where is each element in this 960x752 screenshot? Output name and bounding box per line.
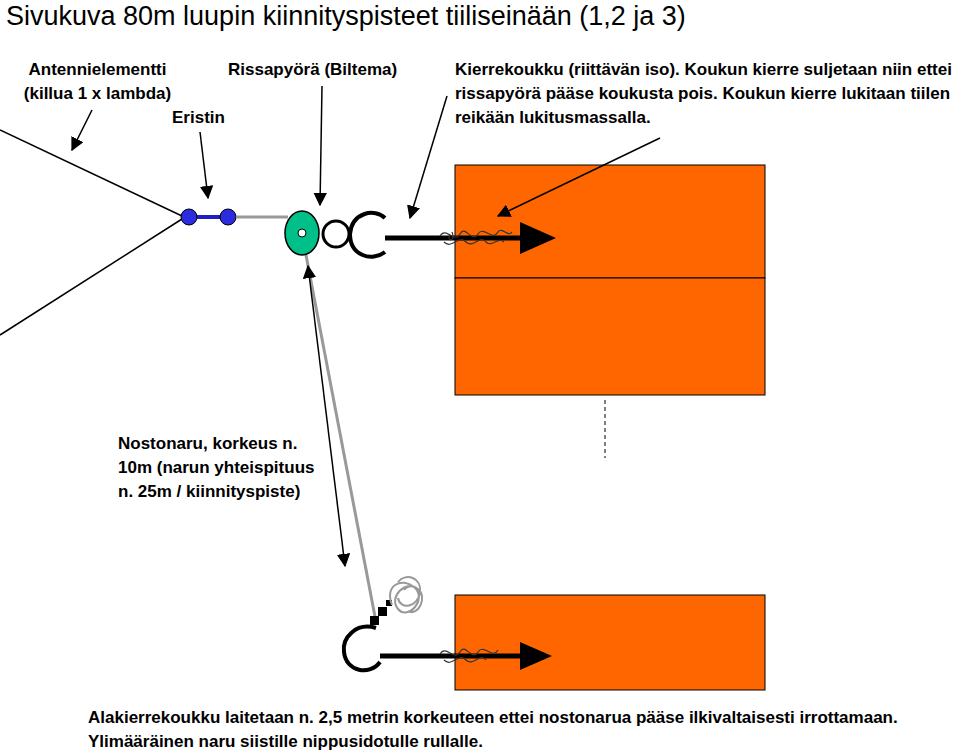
- leader-line: [72, 110, 92, 150]
- hook-tip: [520, 642, 552, 670]
- brick: [455, 165, 765, 278]
- hook-tip: [520, 222, 556, 254]
- rope: [306, 255, 376, 622]
- callout-label: Kierrekoukku (riittävän iso). Koukun kie…: [455, 58, 955, 130]
- cable-tie: [370, 616, 379, 625]
- antenna-wire: [0, 130, 182, 216]
- wall-break: [605, 400, 606, 458]
- rope: [236, 216, 288, 219]
- callout-label: Eristin: [172, 106, 242, 130]
- hook-eye: [323, 221, 349, 247]
- pulley-axle: [298, 229, 306, 237]
- brick: [455, 278, 765, 395]
- locking-mass: [440, 230, 512, 244]
- callout-label: Rissapyörä (Biltema): [228, 58, 428, 82]
- height-arrow: [308, 266, 345, 566]
- pulley: [285, 211, 319, 255]
- insulator: [220, 209, 236, 225]
- antenna-wire: [0, 219, 182, 335]
- rope-coil: [390, 577, 422, 612]
- callout-label: Nostonaru, korkeus n. 10m (narun yhteisp…: [118, 432, 318, 504]
- locking-mass: [440, 649, 498, 662]
- hook: [350, 213, 385, 257]
- callout-label: Antennielementti (killua 1 x lambda): [10, 58, 185, 106]
- insulator: [181, 209, 197, 225]
- leader-line: [498, 138, 660, 216]
- leader-line: [320, 86, 322, 205]
- title: Sivukuva 80m luupin kiinnityspisteet tii…: [6, 0, 686, 32]
- hook: [344, 627, 380, 671]
- leader-line: [200, 132, 208, 198]
- leader-line: [410, 96, 447, 218]
- cable-tie: [378, 607, 387, 616]
- brick: [455, 595, 765, 690]
- note: Alakierrekoukku laitetaan n. 2,5 metrin …: [88, 706, 954, 752]
- hook-screw: [380, 654, 522, 659]
